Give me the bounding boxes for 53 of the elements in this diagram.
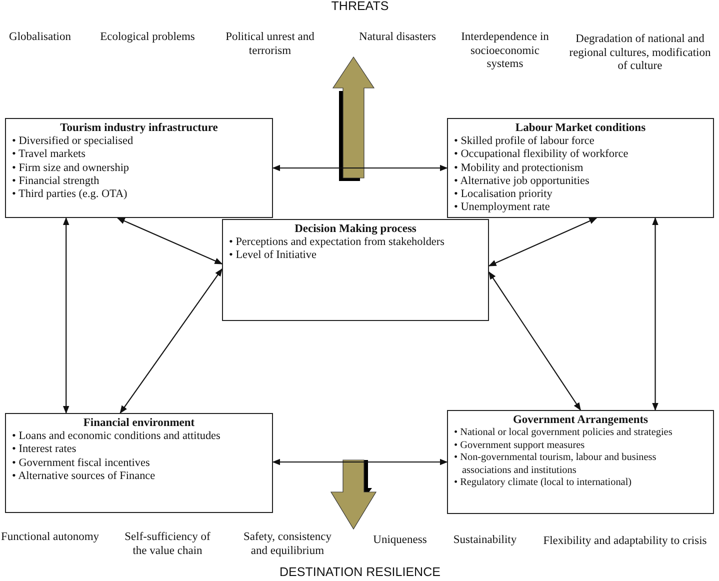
factor-label: Safety, consistency and equilibrium	[242, 531, 333, 558]
factor-label: Sustainability	[452, 534, 518, 548]
bullet-item: • Firm size and ownership	[12, 162, 130, 175]
double-arrow	[272, 164, 448, 172]
double-arrow	[488, 271, 581, 411]
double-arrow	[272, 458, 448, 466]
factor-box	[5, 413, 273, 513]
bullet-item: • Government fiscal incentives	[12, 456, 151, 470]
bullet-item: • Regulatory climate (local to international)	[454, 477, 633, 490]
box-heading: Tourism industry infrastructure	[59, 122, 219, 135]
box-heading: Financial environment	[82, 417, 196, 430]
bullet-item: • Alternative job opportunities	[454, 174, 590, 188]
factor-label: Uniqueness	[372, 534, 428, 548]
bullet-item: • Loans and economic conditions and attitudes	[12, 430, 222, 444]
double-arrow	[62, 217, 70, 414]
box-heading: Decision Making process	[294, 223, 418, 236]
bullet-item: • Occupational flexibility of workforce	[454, 148, 630, 162]
double-arrow	[652, 217, 658, 411]
factor-box	[222, 219, 489, 321]
box-heading: Government Arrangements	[512, 414, 650, 427]
bullet-item: • Government support measures	[454, 440, 586, 452]
bullet-item: • Localisation priority	[454, 188, 554, 202]
bullet-item: • Alternative sources of Finance	[12, 470, 156, 484]
factor-label: Natural disasters	[358, 31, 437, 44]
factor-label: Political unrest and terrorism	[224, 31, 316, 58]
bullet-item: • Skilled profile of labour force	[454, 135, 596, 148]
section-heading: THREATS	[330, 0, 390, 14]
bullet-item: • Unemployment rate	[454, 201, 551, 215]
double-arrow	[120, 268, 222, 414]
bullet-item: • Mobility and protectionism	[454, 162, 584, 175]
bullet-item: • Non-governmental tourism, labour and business associations and institutions	[454, 452, 658, 477]
bullet-item: • Level of Initiative	[229, 249, 318, 263]
factor-label: Interdependence in socioeconomic systems	[460, 31, 550, 72]
factor-label: Degradation of national and regional cultures, modification of culture	[568, 33, 712, 74]
bullet-item: • Interest rates	[12, 443, 78, 457]
bullet-item: • Third parties (e.g. OTA)	[12, 188, 128, 202]
bullet-item: • Travel markets	[12, 148, 87, 162]
double-arrow	[488, 218, 598, 266]
factor-label: Flexibility and adaptability to crisis	[542, 535, 708, 548]
factor-label: Ecological problems	[99, 31, 196, 44]
section-heading: DESTINATION RESILIENCE	[278, 566, 442, 580]
bullet-item: • Financial strength	[12, 174, 100, 188]
box-heading: Labour Market conditions	[514, 122, 647, 135]
bullet-item: • Diversified or specialised	[12, 135, 134, 148]
factor-box	[447, 118, 714, 218]
factor-box	[5, 118, 273, 218]
factor-label: Globalisation	[8, 31, 72, 44]
bullet-item: • National or local government policies and strategies	[454, 427, 674, 440]
bullet-item: • Perceptions and expectation from stakeholders	[229, 236, 446, 250]
double-arrow	[116, 218, 223, 264]
factor-label: Functional autonomy	[0, 531, 100, 544]
factor-label: Self-sufficiency of the value chain	[124, 531, 212, 558]
factor-box	[447, 410, 714, 514]
